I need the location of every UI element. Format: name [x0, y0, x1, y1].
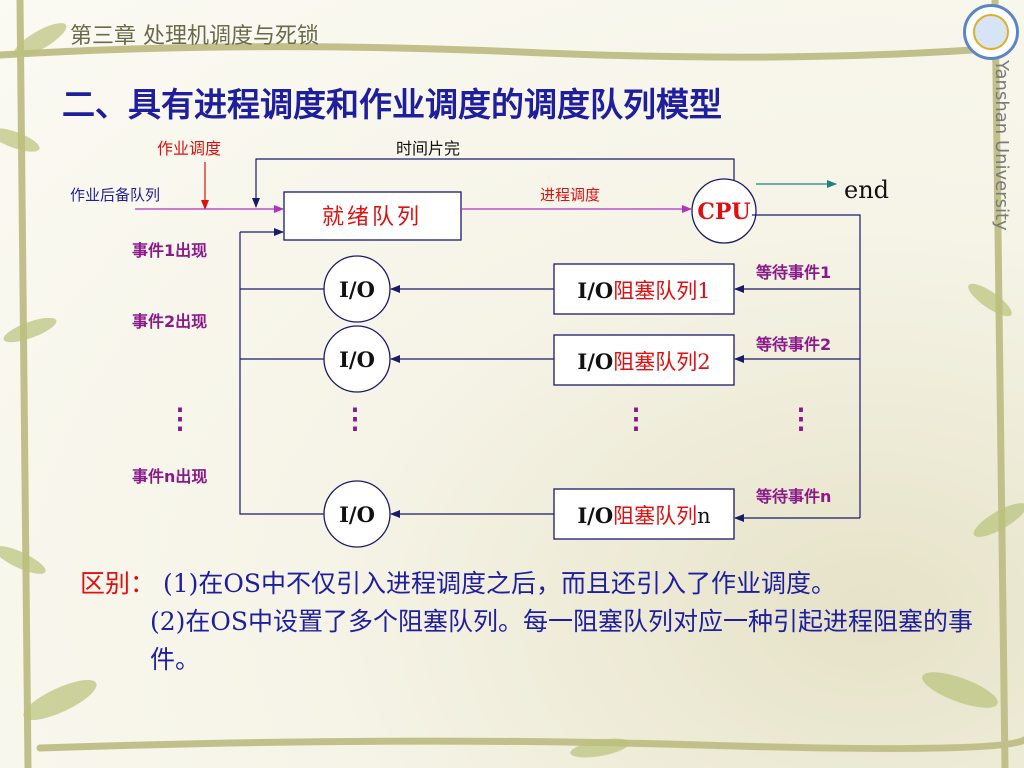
- time-slice-arrow: [252, 158, 735, 208]
- wait-event-trunk: [752, 214, 861, 518]
- blocked-queue-n-prefix: I/O: [577, 503, 613, 528]
- ready-queue-label: 就绪队列: [322, 205, 422, 230]
- ellipsis-blocked: ⋮: [622, 402, 650, 435]
- blocked-queue-1-label: I/O阻塞队列1: [577, 278, 710, 303]
- blocked-queue-1-text: 阻塞队列1: [613, 279, 710, 303]
- io-1-label: I/O: [339, 277, 375, 302]
- event-1-label: 事件1出现: [132, 241, 207, 260]
- job-scheduling-label: 作业调度: [157, 139, 221, 158]
- cpu-label: CPU: [697, 199, 750, 225]
- wait-event-n-label: 等待事件n: [755, 487, 831, 506]
- chapter-title: 第三章 处理机调度与死锁: [70, 24, 319, 49]
- blocked-queue-2-prefix: I/O: [577, 349, 613, 374]
- wait-event-2-label: 等待事件2: [755, 335, 831, 354]
- blocked-queue-n-text: 阻塞队列: [613, 504, 697, 528]
- io-n-label: I/O: [339, 502, 375, 527]
- ready-queue-box: [283, 191, 462, 241]
- blocked-queue-1-box: [553, 263, 735, 315]
- difference-label: 区别：: [80, 569, 156, 598]
- difference-paragraph-1: 区别： (1)在OS中不仅引入进程调度之后，而且还引入了作业调度。: [80, 565, 980, 603]
- difference-paragraph-2: (2)在OS中设置了多个阻塞队列。每一阻塞队列对应一种引起进程阻塞的事件。: [80, 603, 980, 679]
- blocked-queue-2-box: [553, 334, 735, 386]
- slide-title: 二、具有进程调度和作业调度的调度队列模型: [62, 85, 722, 124]
- backup-queue-label: 作业后备队列: [70, 186, 160, 204]
- event-n-label: 事件n出现: [132, 467, 207, 486]
- difference-description: 区别： (1)在OS中不仅引入进程调度之后，而且还引入了作业调度。 (2)在OS…: [80, 565, 980, 679]
- io-return-trunk: [239, 232, 324, 515]
- cpu-circle: [691, 178, 757, 244]
- difference-text-1: (1)在OS中不仅引入进程调度之后，而且还引入了作业调度。: [155, 569, 836, 598]
- ellipsis-left: ⋮: [166, 402, 194, 435]
- difference-text-2: (2)在OS中设置了多个阻塞队列。每一阻塞队列对应一种引起进程阻塞的事件。: [150, 607, 974, 674]
- blocked-queue-2-label: I/O阻塞队列2: [577, 349, 710, 374]
- yanshan-university-logo: [963, 4, 1019, 60]
- blocked-queue-n-suffix: n: [697, 504, 711, 528]
- blocked-queue-1-prefix: I/O: [577, 278, 613, 303]
- io-2-label: I/O: [339, 347, 375, 372]
- time-slice-label: 时间片完: [396, 139, 460, 158]
- end-label: end: [844, 176, 889, 204]
- blocked-queue-n-label: I/O阻塞队列n: [577, 503, 710, 528]
- ellipsis-right: ⋮: [787, 402, 815, 435]
- ellipsis-io: ⋮: [341, 402, 369, 435]
- event-2-label: 事件2出现: [132, 312, 207, 331]
- wait-event-1-label: 等待事件1: [755, 263, 831, 282]
- process-scheduling-label: 进程调度: [540, 186, 600, 204]
- blocked-queue-2-text: 阻塞队列2: [613, 350, 710, 374]
